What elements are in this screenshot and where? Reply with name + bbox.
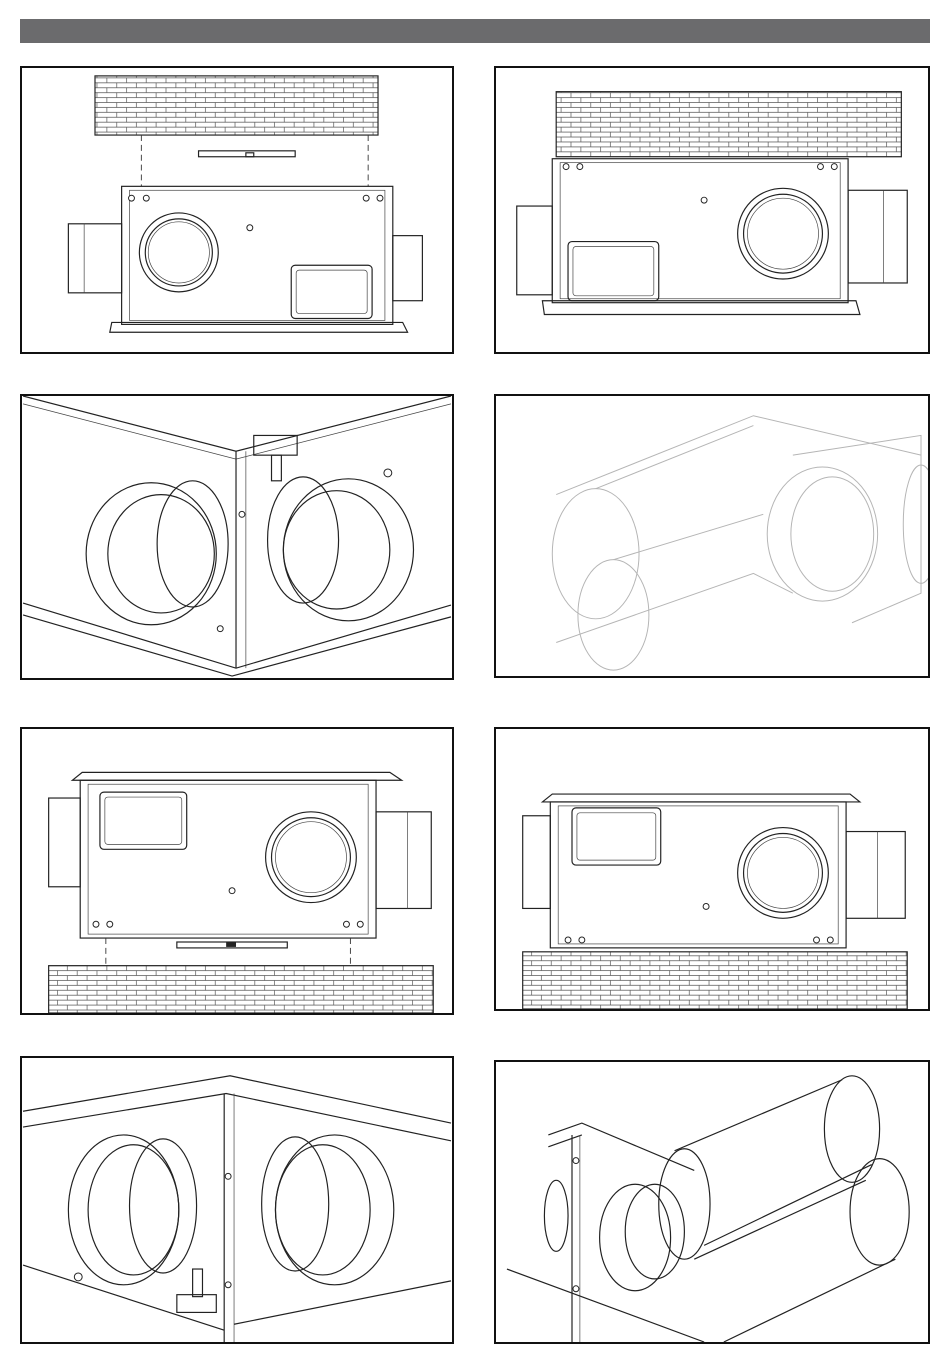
mounting-bracket [199,151,296,157]
pipe-end-upper [552,489,639,619]
figure-floor-mount-installed [494,727,930,1011]
rect-port [572,808,661,865]
figure-floor-mount-exploded [20,727,454,1015]
unit-body [80,780,376,938]
figure-ceiling-mount-exploded [20,66,454,354]
round-port [266,812,357,903]
figure-duct-connection-faint [494,394,930,678]
unit-body [122,186,393,324]
rect-port [100,792,187,849]
header-bar [20,19,930,43]
left-duct-collar [68,1135,178,1285]
round-port [738,828,829,919]
pipe-end-lower [578,560,649,670]
right-duct-collar [283,479,413,621]
duct-collar [600,1184,671,1290]
figure-duct-pipes-attached [494,1060,930,1344]
upper-duct-pipe [675,1080,866,1259]
left-duct-collar [86,483,216,625]
rect-port [568,242,659,301]
ceiling-brick-wall [556,92,901,157]
floor-brick-wall [49,966,434,1013]
floor-brick-wall [523,952,908,1009]
unit-body [550,802,846,948]
round-port [738,188,829,279]
figure-duct-collars-top [20,394,454,680]
unit-body [552,159,848,303]
right-duct-collar [275,1135,393,1285]
rect-port [291,265,372,318]
figure-duct-collars-bottom [20,1056,454,1344]
round-port [139,213,218,292]
figure-ceiling-mount-installed [494,66,930,354]
lower-duct-pipe [704,1165,895,1342]
ceiling-brick-wall [95,76,378,135]
